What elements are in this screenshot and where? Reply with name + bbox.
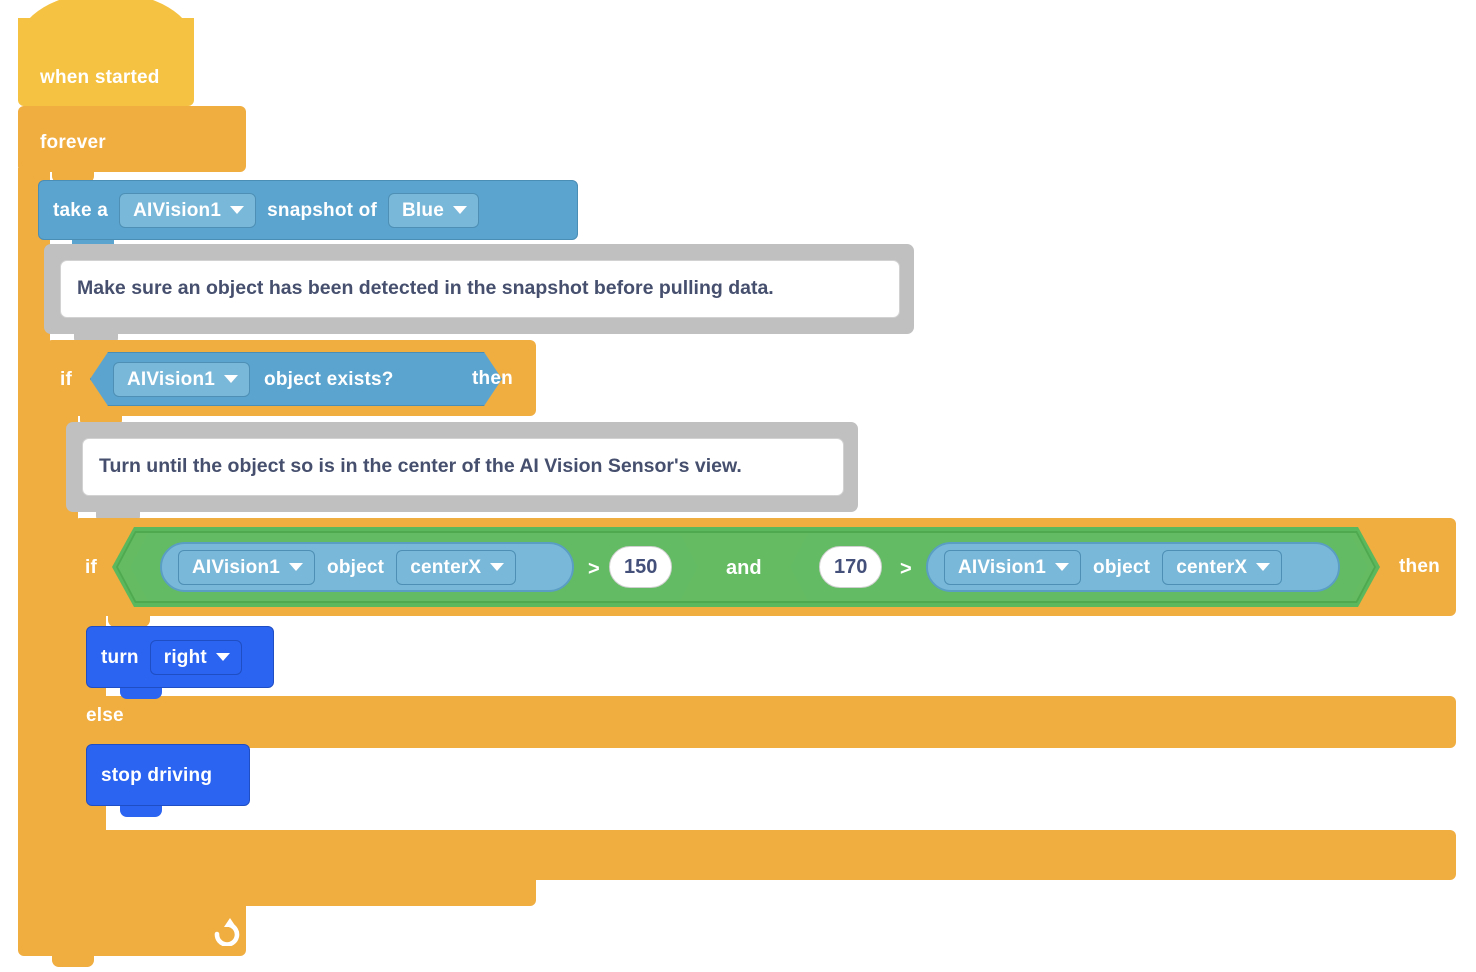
forever-header (18, 106, 246, 172)
exists-sensor-value: AIVision1 (127, 368, 216, 390)
loop-arrow-icon (214, 918, 240, 946)
right-number-input[interactable]: 170 (819, 546, 883, 588)
forever-footer-nub (52, 956, 94, 967)
chevron-down-icon (289, 563, 304, 571)
comment-detect-object[interactable]: Make sure an object has been detected in… (44, 244, 914, 346)
left-sensor-dropdown[interactable]: AIVision1 (178, 549, 316, 585)
hat-body (18, 18, 194, 106)
turn-label: turn (101, 646, 139, 668)
chevron-down-icon (1256, 563, 1271, 571)
snapshot-sensor-dropdown[interactable]: AIVision1 (119, 192, 257, 228)
chevron-down-icon (1055, 563, 1070, 571)
block-turn-right[interactable]: turn right (86, 626, 274, 688)
if-center-else-label: else (86, 705, 124, 726)
right-property-value: centerX (1176, 556, 1248, 578)
left-number-input[interactable]: 150 (609, 546, 673, 588)
forever-header-nub (52, 172, 94, 183)
reporter-aivision-centerx-left[interactable]: AIVision1 object centerX (160, 542, 574, 592)
chevron-down-icon (224, 375, 238, 383)
turn-direction-value: right (163, 646, 207, 668)
snapshot-signature-dropdown[interactable]: Blue (388, 192, 479, 228)
right-sensor-dropdown[interactable]: AIVision1 (944, 549, 1082, 585)
comment-text-box: Make sure an object has been detected in… (60, 260, 900, 318)
exists-sensor-dropdown[interactable]: AIVision1 (113, 362, 250, 397)
left-sensor-value: AIVision1 (192, 556, 281, 578)
if-center-footer-nub (108, 880, 150, 891)
block-take-snapshot[interactable]: take a AIVision1 snapshot of Blue (38, 180, 578, 240)
right-property-dropdown[interactable]: centerX (1162, 549, 1283, 585)
if-center-then-label: then (1399, 556, 1440, 577)
comment-text: Turn until the object so is in the cente… (99, 455, 742, 478)
if-exists-header-nub (80, 416, 122, 427)
left-operator-label: > (588, 558, 600, 580)
chevron-down-icon (230, 206, 245, 214)
reporter-aivision-centerx-right[interactable]: AIVision1 object centerX (926, 542, 1340, 592)
snapshot-sensor-value: AIVision1 (133, 199, 222, 221)
right-sensor-value: AIVision1 (958, 556, 1047, 578)
left-number-value: 150 (624, 556, 658, 578)
comment-turn-until-center[interactable]: Turn until the object so is in the cente… (66, 422, 858, 524)
chevron-down-icon (215, 653, 230, 661)
if-center-if-label: if (85, 557, 98, 578)
block-when-started[interactable]: when started (18, 0, 194, 118)
left-property-value: centerX (410, 556, 482, 578)
and-operator-label: and (726, 557, 762, 579)
stop-driving-label: stop driving (101, 764, 213, 786)
snapshot-prefix-label: take a (53, 199, 109, 221)
when-started-label: when started (40, 67, 160, 88)
right-operator-label: > (900, 558, 912, 580)
if-center-footer (74, 830, 1456, 880)
boolean-object-exists[interactable]: AIVision1 object exists? (90, 352, 502, 406)
turn-direction-dropdown[interactable]: right (149, 639, 242, 675)
if-center-else-bar (74, 696, 1456, 748)
if-exists-if-label: if (60, 369, 73, 390)
left-property-dropdown[interactable]: centerX (396, 549, 517, 585)
left-object-label: object (327, 556, 385, 578)
comment-text: Make sure an object has been detected in… (77, 277, 774, 300)
snapshot-middle-label: snapshot of (267, 199, 377, 221)
if-center-header-nub (108, 616, 150, 627)
snapshot-signature-value: Blue (402, 199, 444, 221)
forever-label: forever (40, 132, 106, 153)
stop-driving-bottom-nub (120, 806, 162, 817)
right-number-value: 170 (834, 556, 868, 578)
block-stop-driving[interactable]: stop driving (86, 744, 250, 806)
chevron-down-icon (452, 206, 467, 214)
forever-footer (18, 900, 246, 956)
if-exists-then-label: then (472, 368, 513, 389)
chevron-down-icon (490, 563, 505, 571)
exists-condition-label: object exists? (264, 368, 394, 390)
turn-bottom-nub (120, 688, 162, 699)
if-exists-footer-nub (80, 906, 122, 917)
comment-text-box: Turn until the object so is in the cente… (82, 438, 844, 496)
right-object-label: object (1093, 556, 1151, 578)
